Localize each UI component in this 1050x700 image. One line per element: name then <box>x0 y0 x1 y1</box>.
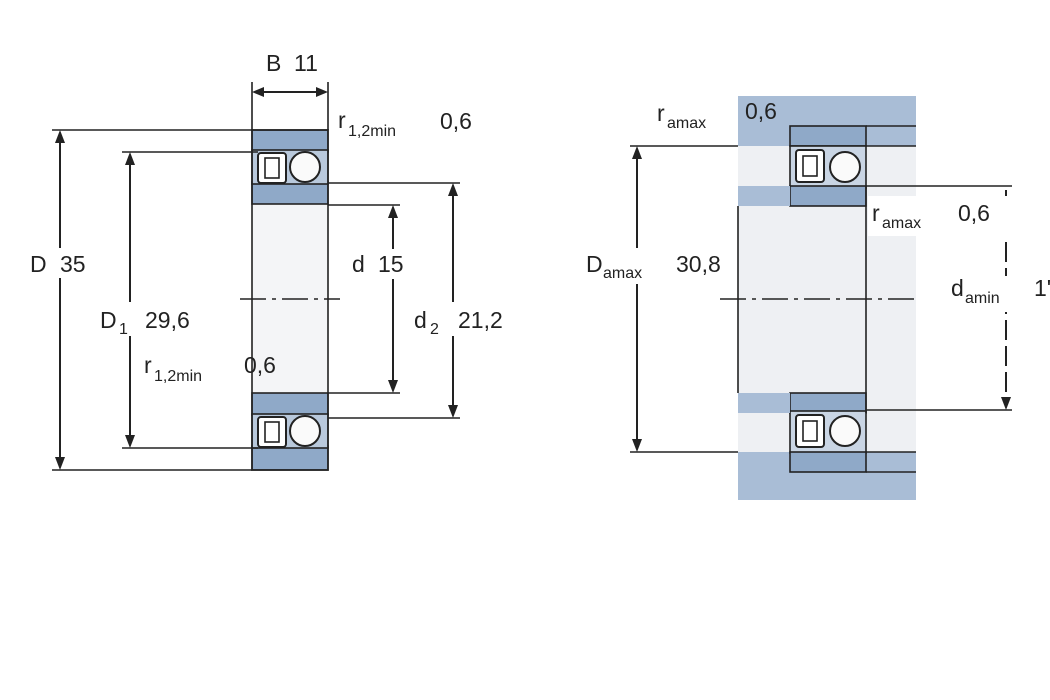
upper-ring-section <box>251 129 329 205</box>
dim-bore-diameter: d 15 <box>328 204 416 394</box>
outer-shoulder-symbol: D <box>100 307 117 333</box>
outer-shoulder-value: 29,6 <box>145 307 190 333</box>
fillet-housing-symbol: r <box>657 100 665 126</box>
fillet-housing-value: 0,6 <box>745 98 777 124</box>
housing-abutment-subscript: amax <box>603 265 642 282</box>
inner-shoulder-value: 21,2 <box>458 307 503 333</box>
dim-outer-diameter: D 35 <box>28 129 252 471</box>
bore-symbol: d <box>352 251 365 277</box>
fillet-shaft-subscript: amax <box>882 215 921 232</box>
chamfer-label-mid: r 1,2min 0,6 <box>140 350 276 386</box>
housing-abutment-value: 30,8 <box>676 251 721 277</box>
chamfer-top-subscript: 1,2min <box>348 123 396 140</box>
chamfer-top-value: 0,6 <box>440 108 472 134</box>
width-value: 11 <box>294 50 318 76</box>
lower-ball <box>289 415 321 447</box>
width-symbol: B <box>266 50 281 76</box>
outer-diameter-value: 35 <box>60 251 86 277</box>
bearing-section-view: B 11 D 35 D 1 29,6 <box>28 50 512 471</box>
fillet-shaft-symbol: r <box>872 200 880 226</box>
dim-width: B 11 <box>251 50 329 130</box>
mounting-view: D amax 30,8 d amin 1' r amax 0,6 r amax … <box>582 96 1050 500</box>
fillet-label-shaft: r amax 0,6 <box>868 196 1008 236</box>
chamfer-mid-subscript: 1,2min <box>154 368 202 385</box>
inner-shoulder-symbol: d <box>414 307 427 333</box>
outer-diameter-symbol: D <box>30 251 47 277</box>
bore-value: 15 <box>378 251 404 277</box>
chamfer-mid-symbol: r <box>144 352 152 378</box>
shaft-abutment-value: 1' <box>1034 275 1050 301</box>
inner-shoulder-subscript: 2 <box>430 321 439 338</box>
upper-ball <box>289 151 321 183</box>
dim-inner-shoulder: d 2 21,2 <box>328 182 512 419</box>
fillet-shaft-value: 0,6 <box>958 200 990 226</box>
chamfer-mid-value: 0,6 <box>244 352 276 378</box>
outer-shoulder-subscript: 1 <box>119 321 128 338</box>
fillet-housing-subscript: amax <box>667 115 706 132</box>
chamfer-label-top: r 1,2min 0,6 <box>338 107 472 140</box>
dim-shaft-abutment: d amin 1' <box>866 185 1050 411</box>
fillet-label-housing: r amax 0,6 <box>654 96 777 132</box>
dim-housing-abutment: D amax 30,8 <box>582 145 738 453</box>
chamfer-top-symbol: r <box>338 107 346 133</box>
lower-ring-section <box>251 392 329 471</box>
dim-outer-shoulder: D 1 29,6 <box>96 151 258 449</box>
housing-abutment-symbol: D <box>586 251 603 277</box>
shaft-abutment-subscript: amin <box>965 290 1000 307</box>
shaft-abutment-symbol: d <box>951 275 964 301</box>
